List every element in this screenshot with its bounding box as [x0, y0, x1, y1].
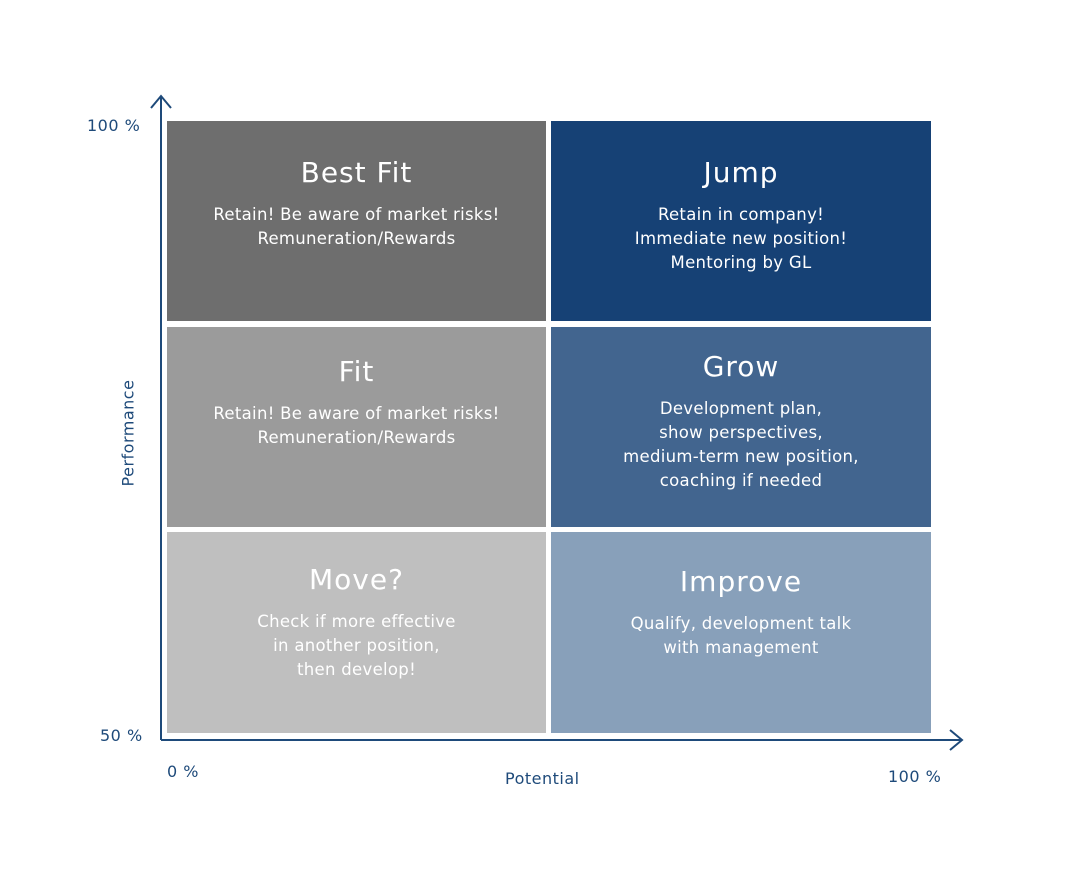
x-axis-arrowhead — [949, 729, 964, 751]
y-axis-arrowhead — [150, 94, 172, 109]
y-axis-min-label: 50 % — [100, 726, 143, 745]
cell-move: Move? Check if more effective in another… — [167, 532, 546, 733]
x-axis-min-label: 0 % — [167, 762, 199, 781]
cell-line: Retain! Be aware of market risks! — [213, 205, 500, 224]
cell-title: Move? — [309, 563, 404, 596]
cell-jump: Jump Retain in company! Immediate new po… — [551, 121, 931, 321]
cell-body: Retain in company! Immediate new positio… — [551, 203, 931, 275]
cell-fit: Fit Retain! Be aware of market risks! Re… — [167, 327, 546, 527]
cell-line: Qualify, development talk — [630, 614, 852, 633]
cell-line: Development plan, — [659, 399, 823, 418]
cell-title: Best Fit — [300, 156, 413, 189]
cell-line: Remuneration/Rewards — [257, 428, 456, 447]
cell-line: in another position, — [273, 636, 440, 655]
x-axis-max-label: 100 % — [888, 767, 942, 786]
cell-body: Development plan, show perspectives, med… — [551, 397, 931, 493]
x-axis-title: Potential — [505, 769, 580, 788]
cell-line: then develop! — [297, 660, 416, 679]
y-axis-max-label: 100 % — [87, 116, 141, 135]
cell-body: Retain! Be aware of market risks! Remune… — [167, 402, 546, 450]
cell-body: Retain! Be aware of market risks! Remune… — [167, 203, 546, 251]
cell-title: Jump — [703, 156, 779, 189]
cell-line: Retain! Be aware of market risks! — [213, 404, 500, 423]
cell-line: Retain in company! — [657, 205, 825, 224]
cell-line: Check if more effective — [257, 612, 456, 631]
cell-line: coaching if needed — [659, 471, 823, 490]
cell-improve: Improve Qualify, development talk with m… — [551, 532, 931, 733]
cell-line: with management — [663, 638, 819, 657]
cell-body: Qualify, development talk with managemen… — [551, 612, 931, 660]
cell-line: medium-term new position, — [623, 447, 859, 466]
cell-title: Grow — [702, 350, 780, 383]
cell-title: Fit — [338, 355, 375, 388]
cell-line: Immediate new position! — [634, 229, 848, 248]
cell-best-fit: Best Fit Retain! Be aware of market risk… — [167, 121, 546, 321]
cell-title: Improve — [679, 565, 803, 598]
y-axis-title: Performance — [118, 379, 138, 487]
cell-line: Remuneration/Rewards — [257, 229, 456, 248]
cell-body: Check if more effective in another posit… — [167, 610, 546, 682]
cell-grow: Grow Development plan, show perspectives… — [551, 327, 931, 527]
cell-line: Mentoring by GL — [670, 253, 812, 272]
cell-line: show perspectives, — [659, 423, 823, 442]
